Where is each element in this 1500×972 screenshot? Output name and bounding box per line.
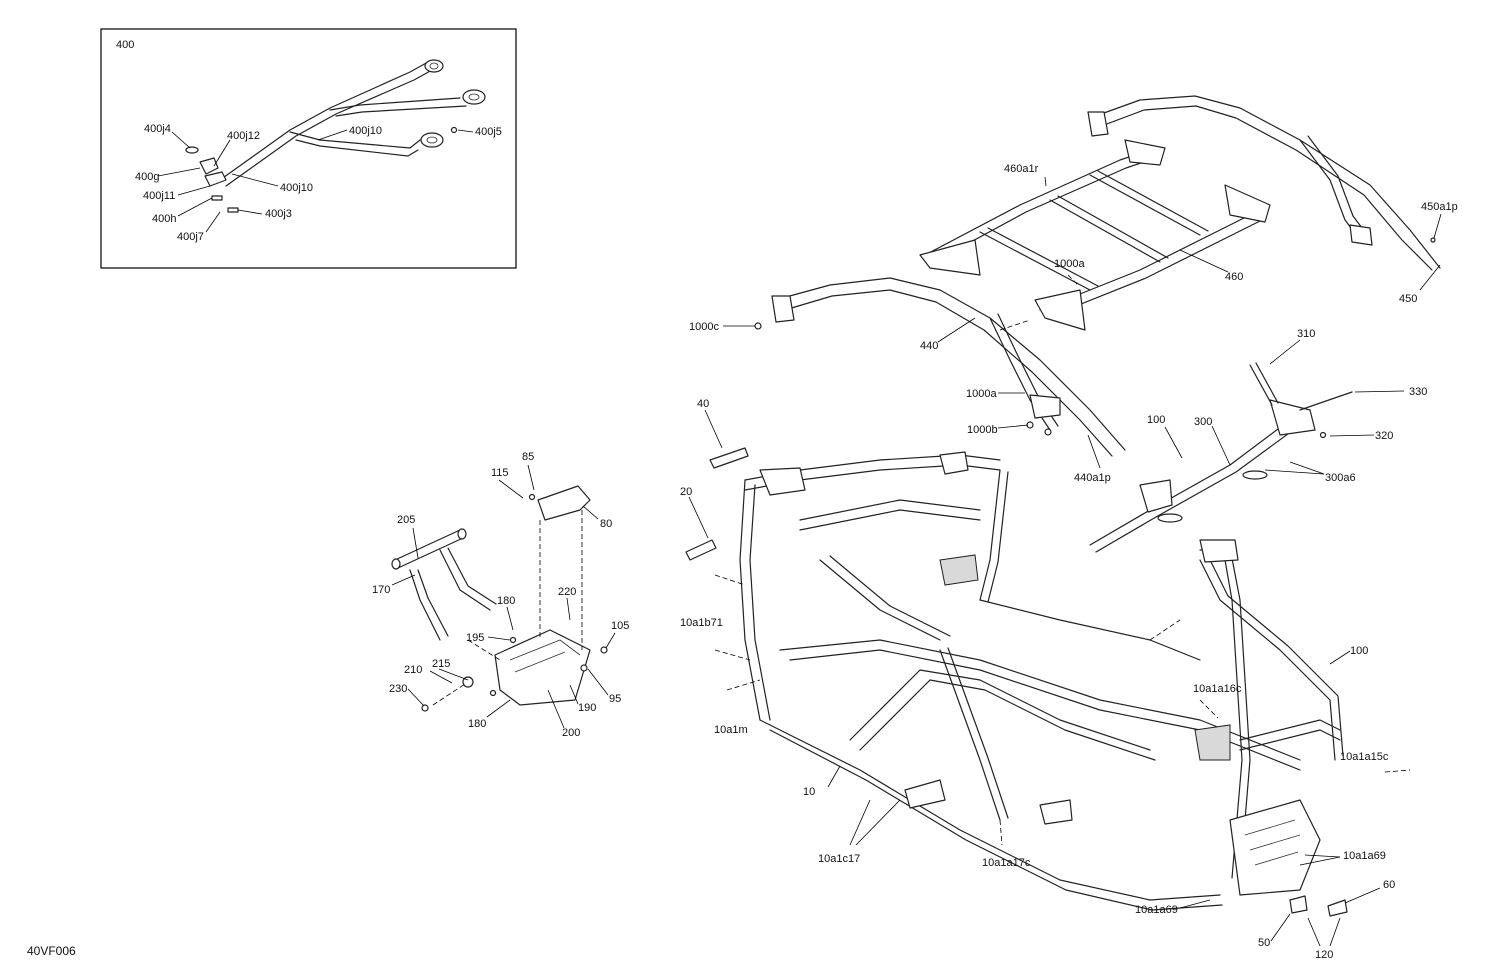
diagram-code: 40VF006 [27,944,76,958]
roof-cross-member-460 [919,139,1271,331]
callout-180: 180 [468,718,486,730]
callout-10: 10 [803,786,815,798]
tube-end-cap [424,59,444,73]
callout-120: 120 [1315,949,1333,961]
tube-end-cap [462,89,486,105]
callout-400j10: 400j10 [349,125,382,137]
rear-roll-bar-450 [1087,95,1441,271]
callout-400h: 400h [152,213,176,225]
callout-10a1a69: 10a1a69 [1135,904,1178,916]
inset-detail-400: 400 [100,28,517,269]
callout-60: 60 [1383,879,1395,891]
callout-300a6: 300a6 [1325,472,1356,484]
callout-400j11: 400j11 [143,190,175,202]
callout-10a1a16c: 10a1a16c [1193,683,1242,695]
callout-210: 210 [404,664,422,676]
callout-400j5: 400j5 [475,126,502,138]
callout-170: 170 [372,584,390,596]
bracket-20 [685,496,717,561]
callout-400g: 400g [135,171,159,183]
callout-115: 115 [491,467,509,479]
callout-310: 310 [1297,328,1315,340]
callout-1000b: 1000b [967,424,998,436]
callout-300: 300 [1194,416,1212,428]
callout-10a1a15c: 10a1a15c [1340,751,1389,763]
callout-440a1p: 440a1p [1074,472,1111,484]
callout-460a1r: 460a1r [1004,163,1039,175]
callout-1000a: 1000a [1054,258,1085,270]
callout-180: 180 [497,595,515,607]
callout-400j3: 400j3 [265,208,292,220]
inset-label: 400 [116,39,134,51]
callout-105: 105 [611,620,629,632]
callout-230: 230 [389,683,407,695]
callouts: 400j4 400j12 400j10 400j5 400g 400j11 40… [27,123,1458,961]
callout-100: 100 [1147,414,1165,426]
callout-10a1b71: 10a1b71 [680,617,723,629]
callout-200: 200 [562,727,580,739]
callout-10a1a69: 10a1a69 [1343,850,1386,862]
callout-10a1m: 10a1m [714,724,748,736]
callout-400j10: 400j10 [280,182,313,194]
callout-40: 40 [697,398,709,410]
callout-100: 100 [1350,645,1368,657]
callout-205: 205 [397,514,415,526]
callout-400j12: 400j12 [227,130,260,142]
callout-320: 320 [1375,430,1393,442]
callout-10a1a17c: 10a1a17c [982,857,1031,869]
bracket-40 [704,409,749,469]
callout-220: 220 [558,586,576,598]
callout-85: 85 [522,451,534,463]
leader-lines [391,176,1442,947]
callout-450: 450 [1399,293,1417,305]
callout-400j4: 400j4 [144,123,171,135]
tube-end-cap [420,132,444,148]
callout-20: 20 [680,486,692,498]
subassembly-seat-mount [391,485,608,712]
callout-10a1c17: 10a1c17 [818,853,860,865]
main-frame-10 [739,451,1348,917]
callout-95: 95 [609,693,621,705]
callout-215: 215 [432,658,450,670]
callout-1000c: 1000c [689,321,719,333]
callout-80: 80 [600,518,612,530]
callout-460: 460 [1225,271,1243,283]
callout-195: 195 [466,632,484,644]
callout-400j7: 400j7 [177,231,204,243]
callout-440: 440 [920,340,938,352]
steering-column-300 [1089,362,1353,553]
callout-1000a: 1000a [966,388,997,400]
callout-190: 190 [578,702,596,714]
callout-50: 50 [1258,937,1270,949]
callout-450a1p: 450a1p [1421,201,1458,213]
callout-330: 330 [1409,386,1427,398]
front-roll-bar-440 [754,277,1126,457]
